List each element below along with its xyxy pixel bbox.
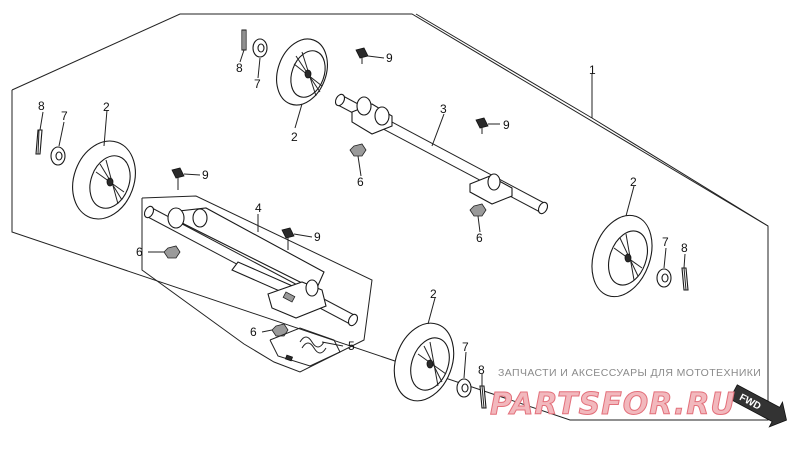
callout-nut-front-left: 6 xyxy=(357,175,364,189)
nut-rear-left xyxy=(163,245,181,259)
bolt-mid xyxy=(475,117,489,134)
nut-front-right xyxy=(469,203,487,217)
arrow-icon xyxy=(729,384,787,428)
callout-frame-assembly: 1 xyxy=(589,63,596,77)
callout-front-axle: 3 xyxy=(440,102,447,116)
rear-axle-group xyxy=(143,205,359,327)
callout-washer-bottom: 7 xyxy=(462,340,469,354)
callout-wheel-top: 2 xyxy=(291,130,298,144)
frame-outline xyxy=(11,13,769,421)
bolt-left xyxy=(171,167,185,190)
callout-bolt-left: 9 xyxy=(202,168,209,182)
cotter-pin-top xyxy=(241,29,247,51)
callout-wheel-right: 2 xyxy=(630,175,637,189)
callout-rear-axle: 4 xyxy=(255,201,262,215)
callout-washer-left: 7 xyxy=(61,109,68,123)
wheel-left xyxy=(72,140,136,220)
rear-axle-bracket-plate xyxy=(167,207,325,291)
washer-right xyxy=(656,268,672,288)
washer-bottom xyxy=(456,378,472,398)
cotter-pin-left xyxy=(35,129,43,155)
rear-axle-box xyxy=(141,195,373,373)
fwd-arrow: FWD xyxy=(729,384,787,428)
callout-washer-top: 7 xyxy=(254,77,261,91)
callout-nut-rear-left: 6 xyxy=(136,245,143,259)
leader-lines xyxy=(39,13,769,386)
bolt-rear xyxy=(281,227,295,250)
callout-bolt-top: 9 xyxy=(386,51,393,65)
front-axle-group xyxy=(334,93,549,215)
rear-axle-lever xyxy=(231,261,327,319)
washer-top xyxy=(252,38,268,58)
callout-cotter-pin-bottom: 8 xyxy=(478,363,485,377)
callout-wheel-bottom: 2 xyxy=(430,287,437,301)
watermark-caption: ЗАПЧАСТИ И АКСЕССУАРЫ ДЛЯ МОТОТЕХНИКИ xyxy=(498,367,761,379)
cotter-pin-right xyxy=(681,267,689,291)
callout-bolt-rear: 9 xyxy=(314,230,321,244)
nut-front-left xyxy=(349,143,367,157)
bolt-top xyxy=(355,47,369,64)
callout-wheel-left: 2 xyxy=(103,100,110,114)
callout-nut-rear-bottom: 6 xyxy=(250,325,257,339)
callout-washer-right: 7 xyxy=(662,235,669,249)
wheel-bottom xyxy=(393,322,455,402)
callout-labels: 1 2 2 2 2 3 4 5 6 6 6 6 7 7 7 7 8 8 8 8 … xyxy=(38,51,688,377)
wheel-top xyxy=(276,38,328,106)
watermark-logo: PARTSFOR.RU xyxy=(490,387,736,422)
callout-cotter-pin-left: 8 xyxy=(38,99,45,113)
callout-cotter-pin-right: 8 xyxy=(681,241,688,255)
front-axle-bracket-left xyxy=(351,96,393,135)
cotter-pin-bottom xyxy=(479,385,487,409)
callout-spring: 5 xyxy=(348,339,355,353)
callout-cotter-pin-top: 8 xyxy=(236,61,243,75)
callout-bolt-mid: 9 xyxy=(503,118,510,132)
callout-nut-front-right: 6 xyxy=(476,231,483,245)
wheel-right xyxy=(591,214,653,298)
front-axle-bracket-right xyxy=(469,173,513,205)
washer-left xyxy=(50,146,66,166)
